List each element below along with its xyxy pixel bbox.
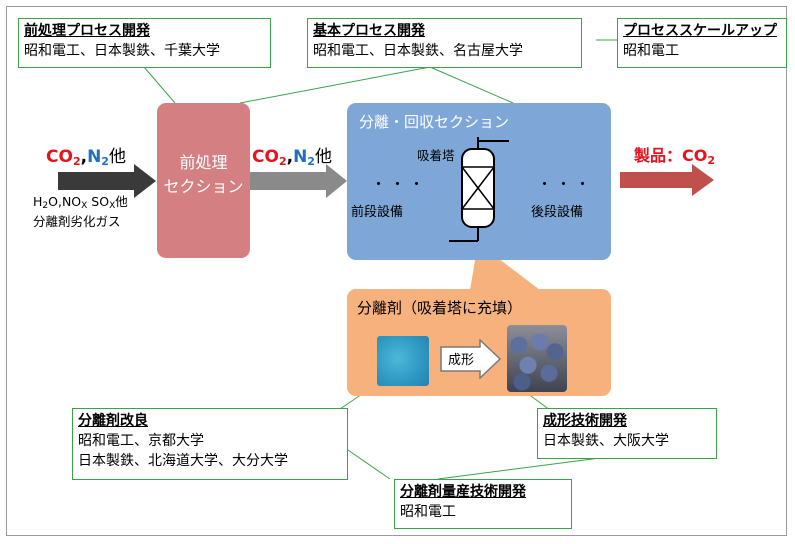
imp-rest: O,NO xyxy=(48,194,82,209)
input-co2-sub: 2 xyxy=(72,155,81,168)
mid-gas-label: CO2,N2他 xyxy=(252,142,332,168)
product-sub: 2 xyxy=(707,154,716,167)
product-arrow xyxy=(620,164,714,196)
pretreat-dev-box: 前処理プロセス開発 昭和電工、日本製鉄、千葉大学 xyxy=(18,18,271,68)
connector-basic-dev-b xyxy=(429,66,514,104)
sorbent-improve-members-1: 昭和電工、京都大学 xyxy=(78,433,204,449)
mass-production-members: 昭和電工 xyxy=(400,504,456,520)
imp-nox-sub: X xyxy=(81,201,88,211)
adsorbent-powder-image xyxy=(377,336,429,386)
basic-dev-title: 基本プロセス開発 xyxy=(313,23,425,39)
input-arrow xyxy=(58,164,156,198)
mass-production-title: 分離剤量産技術開発 xyxy=(400,484,526,500)
separation-title: 分離・回収セクション xyxy=(359,113,510,131)
mid-arrow xyxy=(250,164,347,198)
shaping-label: 成形 xyxy=(448,353,475,368)
basic-dev-box: 基本プロセス開発 昭和電工、日本製鉄、名古屋大学 xyxy=(307,18,582,68)
scaleup-title: プロセススケールアップ xyxy=(623,23,777,39)
imp-h-sub: 2 xyxy=(42,201,49,211)
pretreat-dev-title: 前処理プロセス開発 xyxy=(24,23,150,39)
sorbent-improve-box: 分離剤改良 昭和電工、京都大学 日本製鉄、北海道大学、大分大学 xyxy=(72,408,348,480)
mid-co2: CO xyxy=(252,147,279,167)
pretreat-dev-members: 昭和電工、日本製鉄、千葉大学 xyxy=(24,43,220,59)
adsorbent-section: 分離剤（吸着塔に充填） 成形 xyxy=(347,289,611,396)
sorbent-improve-title: 分離剤改良 xyxy=(78,413,148,429)
connector-basic-dev-a xyxy=(239,66,431,104)
sorbent-improve-members-2: 日本製鉄、北海道大学、大分大学 xyxy=(78,453,288,469)
product-text: 製品：CO xyxy=(634,146,708,165)
tower-label: 吸着塔 xyxy=(417,148,455,163)
separation-section: 分離・回収セクション 吸着塔 ・・・ ・・・ 前段設備 後段設備 xyxy=(347,103,611,260)
pretreatment-label-1: 前処理 xyxy=(179,153,228,172)
scaleup-members: 昭和電工 xyxy=(623,43,679,59)
shaping-tech-title: 成形技術開発 xyxy=(543,413,627,429)
shaping-tech-members: 日本製鉄、大阪大学 xyxy=(543,433,669,449)
pretreatment-label: 前処理 セクション xyxy=(157,151,250,199)
connector-mass-b xyxy=(437,457,601,480)
imp-sox-rest: 他 xyxy=(115,194,128,209)
input-n2-sub: 2 xyxy=(101,155,109,168)
pretreatment-section: 前処理 セクション xyxy=(157,103,250,258)
connector-pretreat-dev xyxy=(143,66,176,104)
scaleup-box: プロセススケールアップ 昭和電工 xyxy=(617,18,787,68)
connector-mass xyxy=(344,447,391,480)
product-label: 製品：CO2 xyxy=(634,142,715,167)
pretreatment-label-2: セクション xyxy=(163,177,244,196)
imp-degradation: 分離剤劣化ガス xyxy=(33,214,121,229)
shaping-arrow-icon xyxy=(440,339,502,379)
input-other: 他 xyxy=(108,147,126,167)
input-gas-label: CO2,N2他 xyxy=(46,142,126,168)
dots-left: ・・・ xyxy=(371,175,429,193)
adsorbent-pellets-image xyxy=(507,325,567,392)
shaping-tech-box: 成形技術開発 日本製鉄、大阪大学 xyxy=(537,408,717,459)
mid-comma: , xyxy=(286,147,294,167)
mass-production-box: 分離剤量産技術開発 昭和電工 xyxy=(394,479,572,529)
impurities-label: H2O,NOX SOX他 分離剤劣化ガス xyxy=(33,194,128,230)
adsorption-tower-icon xyxy=(449,137,509,242)
mid-other: 他 xyxy=(314,147,332,167)
dots-right: ・・・ xyxy=(537,175,595,193)
mid-co2-sub: 2 xyxy=(278,155,287,168)
back-equipment-label: 後段設備 xyxy=(531,205,584,220)
input-co2: CO xyxy=(46,147,73,167)
diagram-frame xyxy=(6,6,787,536)
adsorbent-title: 分離剤（吸着塔に充填） xyxy=(357,299,523,317)
mid-n2-sub: 2 xyxy=(307,155,315,168)
input-comma: , xyxy=(80,147,88,167)
input-n2: N xyxy=(87,147,102,167)
imp-h: H xyxy=(33,194,43,209)
basic-dev-members: 昭和電工、日本製鉄、名古屋大学 xyxy=(313,43,523,59)
imp-sox-sub: X xyxy=(109,201,116,211)
front-equipment-label: 前段設備 xyxy=(351,205,404,220)
mid-n2: N xyxy=(293,147,308,167)
imp-sox: SO xyxy=(87,194,110,209)
